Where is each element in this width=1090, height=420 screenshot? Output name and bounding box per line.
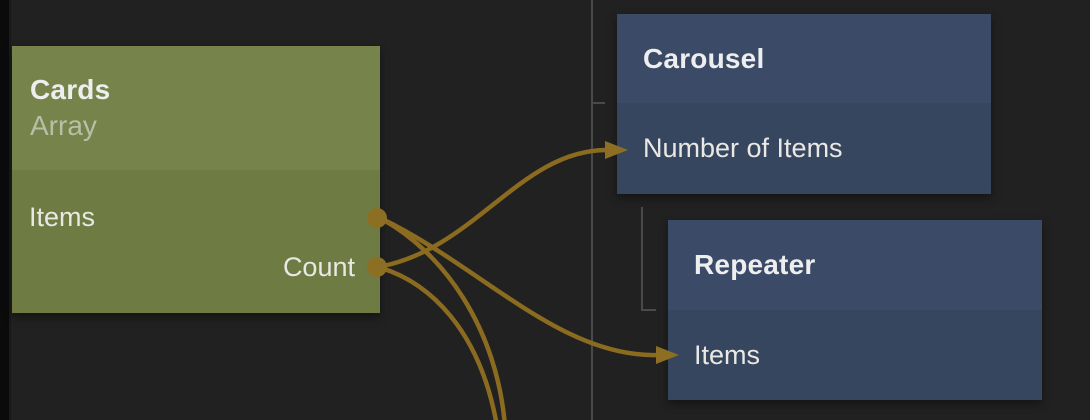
node-subtitle: Array bbox=[30, 110, 97, 141]
node-title: Carousel bbox=[643, 42, 765, 74]
node-title: Cards bbox=[30, 74, 111, 105]
node-carousel-header[interactable]: Carousel bbox=[617, 14, 991, 103]
port-row-items[interactable]: Items bbox=[12, 192, 380, 242]
node-cards-ports: Items Count bbox=[12, 170, 380, 292]
canvas-left-edge bbox=[0, 0, 11, 420]
wire-count-to-offscreen[interactable] bbox=[377, 264, 499, 420]
port-label-repeater-items: Items bbox=[694, 339, 761, 370]
wire-items-to-repeater[interactable] bbox=[377, 214, 659, 358]
node-cards[interactable]: Cards Array Items Count bbox=[12, 46, 380, 313]
port-label-count: Count bbox=[282, 251, 355, 282]
node-repeater[interactable]: Repeater Items bbox=[668, 220, 1042, 400]
hierarchy-elbow-repeater bbox=[641, 207, 656, 311]
node-cards-header[interactable]: Cards Array bbox=[12, 46, 380, 170]
port-row-repeater-items[interactable]: Items bbox=[668, 310, 1042, 400]
port-row-count[interactable]: Count bbox=[12, 242, 380, 292]
wire-items-to-offscreen[interactable] bbox=[376, 215, 507, 420]
port-label-items: Items bbox=[29, 201, 96, 232]
node-carousel[interactable]: Carousel Number of Items bbox=[617, 14, 991, 194]
port-label-number-of-items: Number of Items bbox=[643, 133, 843, 163]
node-title: Repeater bbox=[694, 249, 816, 280]
node-repeater-header[interactable]: Repeater bbox=[668, 220, 1042, 310]
port-row-number-of-items[interactable]: Number of Items bbox=[617, 103, 991, 194]
wire-count-to-carousel[interactable] bbox=[377, 147, 608, 270]
